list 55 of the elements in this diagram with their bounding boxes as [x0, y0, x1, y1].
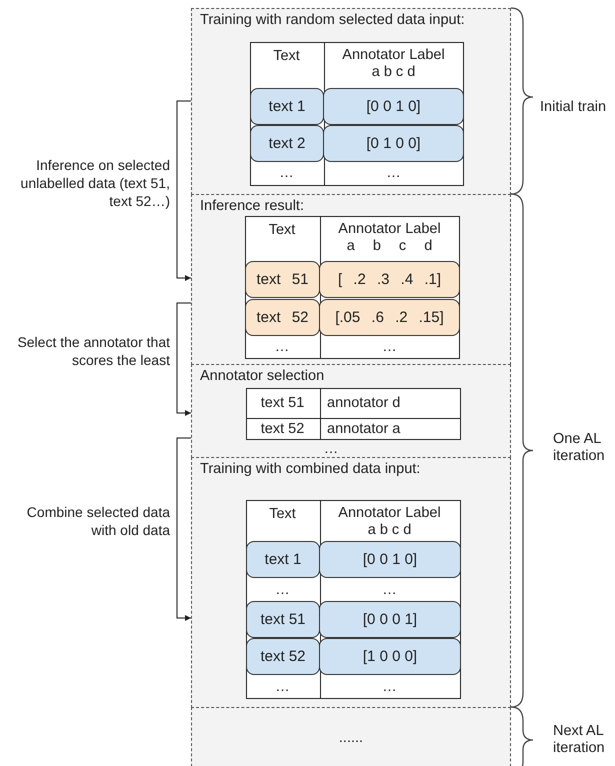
table-cell: text 2: [250, 125, 324, 162]
table-cell: [0 0 1 0]: [323, 88, 464, 125]
table-text: …: [382, 338, 397, 356]
bracket-arrow: [176, 302, 192, 416]
table-cell: [0 1 0 0]: [323, 125, 464, 162]
table-cell: text 51: [245, 261, 320, 298]
table-text: …: [275, 678, 290, 696]
edge-label: Select the annotator that scores the least: [16, 333, 170, 370]
table-cell: text 52: [246, 638, 320, 675]
bracket-arrow: [176, 100, 192, 281]
table-cell: [ .2 .3 .4 .1]: [319, 261, 460, 298]
table-cell: text 1: [246, 541, 320, 578]
edge-label: Combine selected data with old data: [26, 503, 170, 540]
table-text: text 52: [260, 420, 304, 438]
dashed-panel: [191, 364, 511, 458]
table-cell: [0 0 0 1]: [319, 601, 461, 638]
brace-label: Initial train: [540, 98, 606, 116]
table-cell: [.05 .6 .2 .15]: [319, 299, 460, 336]
table-text: Text: [273, 48, 300, 64]
table-text: …: [382, 582, 397, 598]
brace-label: Next AL iteration: [553, 723, 606, 757]
table-text: Annotator Label: [342, 46, 445, 64]
table-cell: [0 0 1 0]: [319, 541, 461, 578]
table-cell: [1 0 0 0]: [319, 638, 461, 675]
table-text: …: [275, 582, 290, 598]
dashed-panel: [191, 707, 511, 766]
table-text: a b c d: [368, 522, 412, 538]
table-text: a b c d: [372, 64, 416, 80]
panel-heading: Inference result:: [200, 198, 304, 214]
table-text: …: [274, 338, 290, 356]
bracket-arrow: [176, 438, 192, 621]
table-text: Annotator Label: [338, 220, 441, 238]
dashed-panel: [191, 457, 511, 708]
table-text: …: [386, 164, 401, 182]
table-cell: text 52: [245, 299, 320, 336]
dashed-panel: [191, 8, 511, 195]
panel-heading: Training with random selected data input:: [200, 12, 465, 28]
table-text: Text: [268, 222, 296, 238]
table-text: a b c d: [346, 238, 432, 254]
dashed-panel: [191, 194, 511, 365]
ellipsis-text: ......: [338, 730, 364, 746]
table-text: Text: [269, 506, 296, 522]
table-text: Annotator Label: [338, 504, 441, 522]
panel-heading: Annotator selection: [200, 368, 324, 384]
brace-label: One AL iteration: [553, 431, 606, 465]
table-text: text 51: [260, 394, 304, 412]
table-text: …: [279, 164, 294, 182]
table-text: annotator d: [327, 394, 400, 412]
table-cell: text 1: [250, 88, 324, 125]
table-cell: text 51: [246, 601, 320, 638]
table-text: …: [324, 440, 338, 458]
table-text: annotator a: [327, 420, 400, 438]
edge-label: Inference on selected unlabelled data (text 51, text 52…): [20, 156, 170, 211]
panel-heading: Training with combined data input:: [200, 461, 420, 477]
table-text: …: [382, 678, 397, 696]
